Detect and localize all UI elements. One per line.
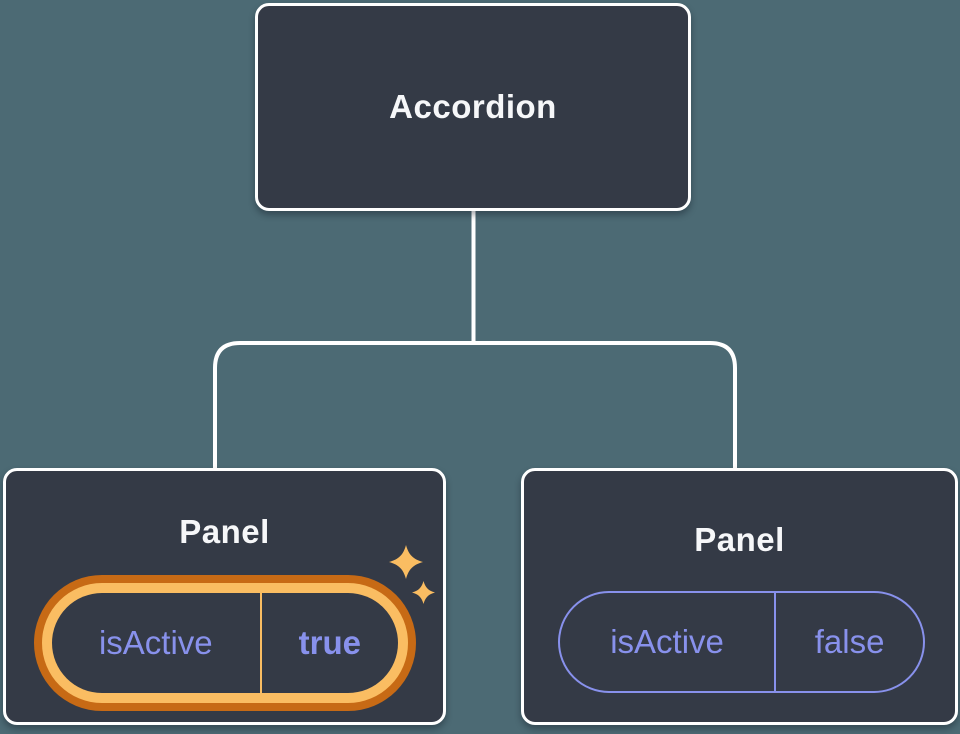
component-box-panel-right: Panel isActive false bbox=[521, 468, 958, 725]
pill-divider bbox=[259, 593, 262, 693]
state-pill-plain: isActive false bbox=[558, 591, 925, 693]
state-key-cell: isActive bbox=[560, 593, 774, 691]
state-value: true bbox=[298, 624, 361, 661]
component-label: Panel bbox=[179, 513, 270, 550]
component-box-panel-left: Panel isActive true bbox=[3, 468, 446, 725]
component-label: Panel bbox=[694, 521, 785, 558]
pill-divider bbox=[774, 593, 777, 691]
state-pill-highlighted: isActive true bbox=[34, 575, 416, 711]
component-box-accordion: Accordion bbox=[255, 3, 691, 211]
component-label: Accordion bbox=[389, 88, 557, 125]
state-key: isActive bbox=[98, 624, 213, 661]
state-key: isActive bbox=[610, 623, 724, 660]
state-pill-body: isActive true bbox=[52, 593, 398, 693]
state-value: false bbox=[814, 623, 885, 660]
state-value-cell: false bbox=[776, 593, 923, 691]
state-key-cell: isActive bbox=[52, 593, 260, 693]
state-value-cell: true bbox=[262, 593, 398, 693]
